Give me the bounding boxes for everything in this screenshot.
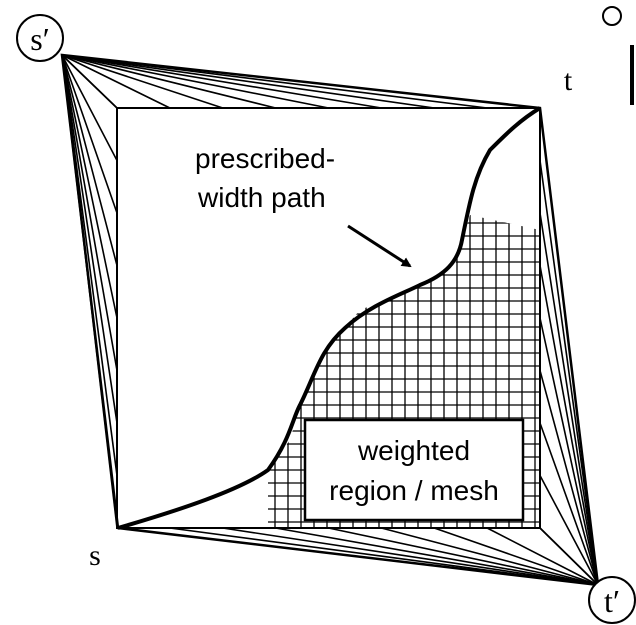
fan-line-s-prime-left <box>61 54 118 214</box>
fan-line-t-prime-right <box>539 212 599 586</box>
fan-line-t-prime-bottom <box>116 527 599 586</box>
fan-line-t-prime-bottom <box>539 527 599 586</box>
fan-line-t-prime-right <box>539 107 599 586</box>
fan-line-s-prime-top <box>61 54 224 109</box>
prescribed-width-path <box>117 106 542 530</box>
region-label-line2: region / mesh <box>329 475 499 506</box>
edge-bar <box>630 45 634 105</box>
path-label-line1: prescribed- <box>195 143 335 174</box>
path-label-line2: width path <box>197 182 326 213</box>
svg-text:s′: s′ <box>30 21 49 57</box>
fan-line-t-prime-bottom <box>486 527 599 586</box>
fan-line-t-prime-bottom <box>169 527 599 586</box>
fan-line-s-prime-top <box>61 54 382 109</box>
fan-line-s-prime-left <box>61 54 118 424</box>
fan-line-s-prime-left <box>61 54 118 109</box>
fan-line-t-prime-bottom <box>222 527 599 586</box>
fan-line-s-prime-top <box>61 54 488 109</box>
fan-line-s-prime-top <box>61 54 329 109</box>
fan-line-s-prime-top <box>61 54 435 109</box>
fan-line-s-prime-left <box>61 54 118 476</box>
fan-line-s-prime-left <box>61 54 118 529</box>
fan-line-s-prime-left <box>61 54 118 266</box>
node-s-prime: s′ <box>16 14 64 62</box>
fan-line-t-prime-right <box>539 370 599 586</box>
region-label-line1: weighted <box>357 435 470 466</box>
fan-line-t-prime-bottom <box>433 527 599 586</box>
svg-text:t′: t′ <box>604 583 620 619</box>
fan-line-t-prime-right <box>539 475 599 586</box>
fan-line-t-prime-right <box>539 422 599 586</box>
label-t: t <box>564 64 573 97</box>
fan-line-t-prime-right <box>539 265 599 586</box>
region-label-box <box>303 418 525 522</box>
fan-line-t-prime-bottom <box>275 527 599 586</box>
fan-lines <box>61 54 599 586</box>
fan-line-t-prime-bottom <box>328 527 599 586</box>
fan-line-t-prime-right <box>539 317 599 586</box>
path-arrow <box>347 224 412 268</box>
node-t-prime: t′ <box>588 576 636 624</box>
label-s: s <box>89 539 101 572</box>
fan-line-t-prime-right <box>539 160 599 586</box>
fan-line-s-prime-left <box>61 54 118 161</box>
small-circle-icon <box>602 6 622 26</box>
fan-line-s-prime-left <box>61 54 118 371</box>
fan-line-t-prime-bottom <box>381 527 599 586</box>
fan-line-s-prime-top <box>61 54 171 109</box>
fan-line-s-prime-top <box>61 54 541 109</box>
fan-line-s-prime-left <box>61 54 118 319</box>
fan-line-s-prime-top <box>61 54 276 109</box>
